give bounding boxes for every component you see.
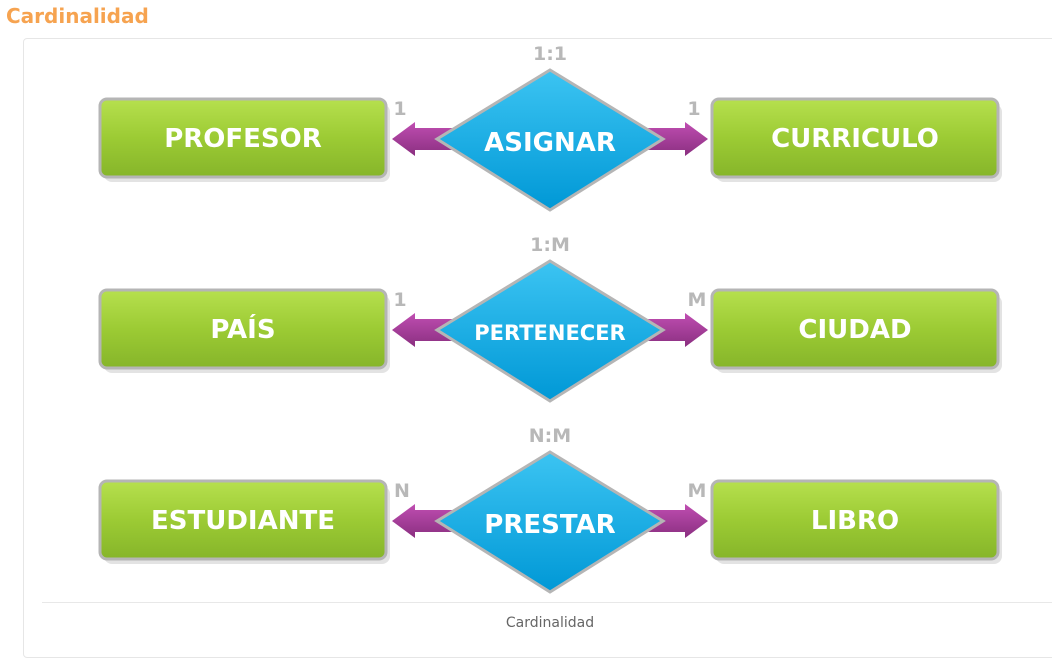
entity-box-ciudad bbox=[710, 288, 1000, 370]
left-card-3: N bbox=[394, 480, 410, 502]
entity-box-libro bbox=[710, 479, 1000, 561]
entity-box-estudiante bbox=[98, 479, 388, 561]
page-title: Cardinalidad bbox=[6, 4, 149, 28]
relation-label-prestar: PRESTAR bbox=[484, 510, 615, 540]
relation-diamond-pertenecer bbox=[434, 259, 666, 403]
entity-label-ciudad: CIUDAD bbox=[798, 315, 911, 345]
relationship-row-1: 1:1 PROFESOR CURRICULO ASIGNAR 1 1 bbox=[98, 43, 1002, 212]
entity-label-curriculo: CURRICULO bbox=[771, 124, 939, 154]
ratio-label-3: N:M bbox=[529, 425, 571, 447]
relationship-row-3: N:M ESTUDIANTE LIBRO PRESTAR N M bbox=[98, 425, 1002, 594]
relation-label-asignar: ASIGNAR bbox=[484, 128, 616, 158]
relation-diamond-asignar bbox=[434, 68, 666, 212]
relation-label-pertenecer: PERTENECER bbox=[474, 321, 625, 345]
entity-label-libro: LIBRO bbox=[811, 506, 899, 536]
entity-box-pais bbox=[98, 288, 388, 370]
figure-caption: Cardinalidad bbox=[505, 615, 595, 631]
entity-label-pais: PAÍS bbox=[210, 313, 275, 345]
relationship-row-2: 1:M PAÍS CIUDAD PERTENECER 1 M bbox=[98, 234, 1002, 403]
entity-label-estudiante: ESTUDIANTE bbox=[151, 506, 335, 536]
right-card-2: M bbox=[688, 289, 707, 311]
caption-divider bbox=[42, 602, 1052, 603]
entity-box-curriculo bbox=[710, 97, 1000, 179]
relation-diamond-prestar bbox=[434, 450, 666, 594]
right-card-3: M bbox=[688, 480, 707, 502]
entity-box-profesor bbox=[98, 97, 388, 179]
ratio-label-1: 1:1 bbox=[533, 43, 567, 65]
left-card-2: 1 bbox=[393, 289, 406, 311]
entity-label-profesor: PROFESOR bbox=[164, 124, 322, 154]
left-card-1: 1 bbox=[393, 98, 406, 120]
right-card-1: 1 bbox=[687, 98, 700, 120]
ratio-label-2: 1:M bbox=[530, 234, 570, 256]
